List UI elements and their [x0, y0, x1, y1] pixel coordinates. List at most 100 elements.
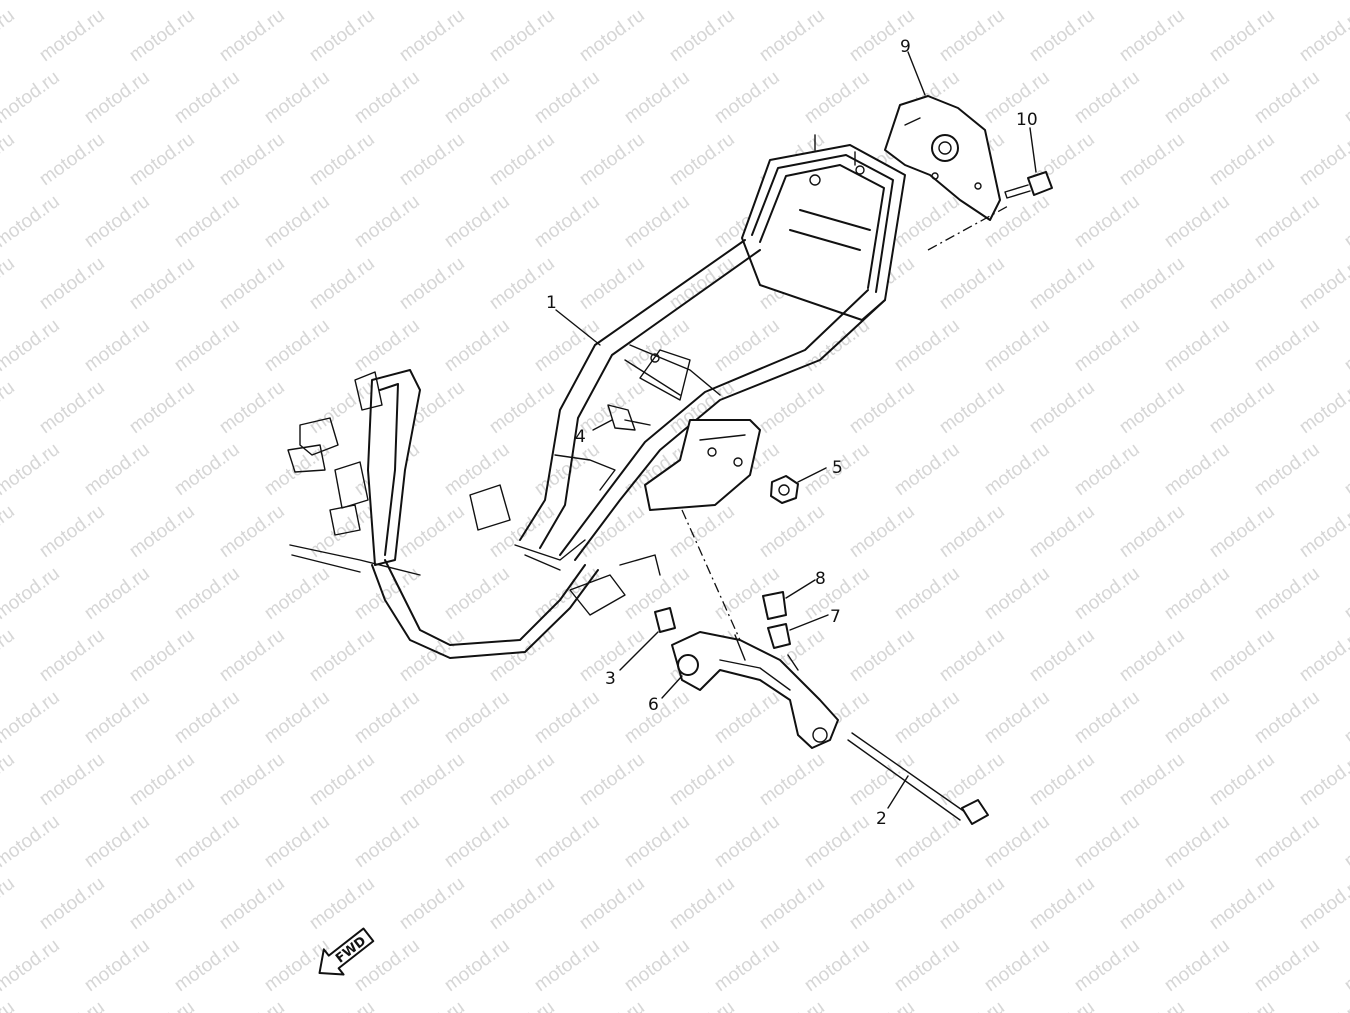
watermark-text: motod.ru [1296, 501, 1350, 562]
watermark-text: motod.ru [216, 377, 289, 438]
watermark-text: motod.ru [576, 749, 649, 810]
watermark-text: motod.ru [0, 253, 19, 314]
watermark-text: motod.ru [81, 191, 154, 252]
watermark-text: motod.ru [576, 5, 649, 66]
watermark-text: motod.ru [1026, 625, 1099, 686]
leader-lines [555, 51, 1037, 809]
watermark-text: motod.ru [1071, 563, 1144, 624]
watermark-text: motod.ru [171, 0, 244, 4]
watermark-text: motod.ru [981, 0, 1054, 4]
watermark-text: motod.ru [1341, 439, 1350, 500]
watermark-text: motod.ru [891, 315, 964, 376]
watermark-text: motod.ru [711, 315, 784, 376]
watermark-text: motod.ru [891, 935, 964, 996]
watermark-text: motod.ru [846, 501, 919, 562]
watermark-text: motod.ru [531, 811, 604, 872]
watermark-text: motod.ru [0, 563, 64, 624]
watermark-text: motod.ru [666, 253, 739, 314]
watermark-text: motod.ru [756, 749, 829, 810]
watermark-text: motod.ru [486, 377, 559, 438]
long-bolt-part-2 [847, 732, 989, 825]
watermark-text: motod.ru [0, 997, 19, 1013]
watermark-text: motod.ru [81, 315, 154, 376]
watermark-text: motod.ru [756, 997, 829, 1013]
watermark-text: motod.ru [666, 749, 739, 810]
watermark-text: motod.ru [576, 873, 649, 934]
watermark-text: motod.ru [1116, 5, 1189, 66]
watermark-text: motod.ru [1251, 811, 1324, 872]
watermark-text: motod.ru [1161, 0, 1234, 4]
watermark-text: motod.ru [216, 873, 289, 934]
watermark-text: motod.ru [306, 997, 379, 1013]
watermark-text: motod.ru [261, 67, 334, 128]
watermark-text: motod.ru [486, 5, 559, 66]
watermark-text: motod.ru [1026, 501, 1099, 562]
watermark-text: motod.ru [1296, 749, 1350, 810]
watermark-text: motod.ru [216, 997, 289, 1013]
watermark-text: motod.ru [171, 67, 244, 128]
watermark-text: motod.ru [1071, 439, 1144, 500]
watermark-text: motod.ru [36, 749, 109, 810]
watermark-text: motod.ru [846, 997, 919, 1013]
watermark-text: motod.ru [1026, 377, 1099, 438]
watermark-text: motod.ru [351, 811, 424, 872]
watermark-text: motod.ru [1026, 997, 1099, 1013]
watermark-text: motod.ru [1206, 625, 1279, 686]
watermark-text: motod.ru [981, 439, 1054, 500]
watermark-text: motod.ru [441, 315, 514, 376]
callout-4: 4 [575, 427, 586, 447]
watermark-text: motod.ru [1161, 439, 1234, 500]
watermark-text: motod.ru [936, 377, 1009, 438]
callout-labels: 1 2 3 4 5 6 7 8 9 10 [546, 37, 1038, 829]
watermark-text: motod.ru [306, 501, 379, 562]
watermark-text: motod.ru [126, 749, 199, 810]
watermark-text: motod.ru [306, 749, 379, 810]
watermark-text: motod.ru [711, 0, 784, 4]
watermark-text: motod.ru [666, 129, 739, 190]
callout-6: 6 [648, 695, 659, 715]
watermark-text: motod.ru [216, 749, 289, 810]
callout-2: 2 [876, 809, 887, 829]
watermark-text: motod.ru [171, 811, 244, 872]
watermark-text: motod.ru [1161, 315, 1234, 376]
watermark-text: motod.ru [486, 625, 559, 686]
watermark-text: motod.ru [0, 501, 19, 562]
callout-9: 9 [900, 37, 911, 57]
watermark-text: motod.ru [801, 0, 874, 4]
watermark-text: motod.ru [1251, 563, 1324, 624]
watermark-text: motod.ru [621, 935, 694, 996]
watermark-text: motod.ru [1071, 67, 1144, 128]
watermark-text: motod.ru [1071, 0, 1144, 4]
watermark-text: motod.ru [1071, 811, 1144, 872]
watermark-text: motod.ru [396, 5, 469, 66]
watermark-text: motod.ru [1341, 67, 1350, 128]
watermark-text: motod.ru [1071, 687, 1144, 748]
callout-5: 5 [832, 458, 843, 478]
watermark-text: motod.ru [936, 5, 1009, 66]
watermark-text: motod.ru [711, 811, 784, 872]
bracket-part-9 [884, 95, 1001, 221]
watermark-text: motod.ru [486, 873, 559, 934]
watermark-text: motod.ru [936, 749, 1009, 810]
alignment-line [927, 204, 1011, 251]
watermark-text: motod.ru [126, 501, 199, 562]
watermark-text: motod.ru [1161, 563, 1234, 624]
watermark-text: motod.ru [711, 935, 784, 996]
watermark-text: motod.ru [0, 625, 19, 686]
alignment-line [681, 509, 741, 641]
watermark-text: motod.ru [1161, 687, 1234, 748]
watermark-text: motod.ru [1206, 5, 1279, 66]
watermark-text: motod.ru [1296, 873, 1350, 934]
watermark-text: motod.ru [0, 377, 19, 438]
watermark-text: motod.ru [531, 315, 604, 376]
watermark-text: motod.ru [621, 67, 694, 128]
watermark-text: motod.ru [81, 0, 154, 4]
watermark-text: motod.ru [531, 191, 604, 252]
watermark-text: motod.ru [1251, 191, 1324, 252]
watermark-text: motod.ru [576, 377, 649, 438]
watermark-text: motod.ru [486, 749, 559, 810]
watermark-text: motod.ru [1071, 315, 1144, 376]
nut-part-5 [770, 475, 799, 504]
watermark-text: motod.ru [621, 191, 694, 252]
